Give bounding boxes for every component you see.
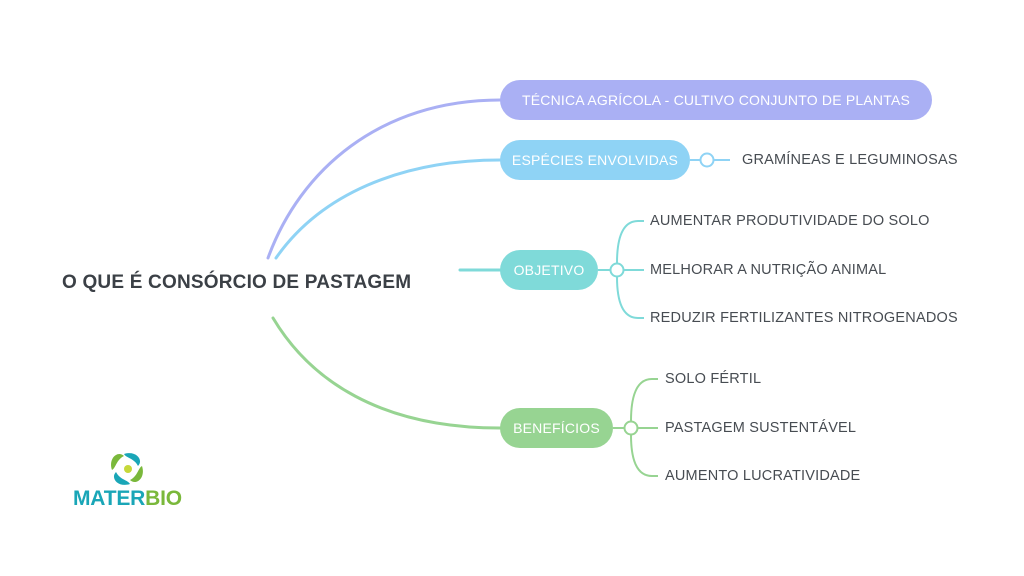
logo-text-mater: MATER [73,487,146,510]
connector-beneficios [271,316,502,430]
root-node-title[interactable]: O QUE É CONSÓRCIO DE PASTAGEM [62,272,412,293]
leaf-aumento-lucratividade[interactable]: AUMENTO LUCRATIVIDADE [665,468,861,484]
collapse-node-objetivo[interactable] [609,262,625,278]
connector-tecnica [266,98,502,260]
leaf-gramineas[interactable]: GRAMÍNEAS E LEGUMINOSAS [742,152,958,168]
collapse-node-especies[interactable] [699,152,715,168]
collapse-node-beneficios[interactable] [623,420,639,436]
branch-objetivo[interactable]: OBJETIVO [500,250,598,290]
materbio-logo-icon [111,453,143,485]
leaf-aumentar-produtividade[interactable]: AUMENTAR PRODUTIVIDADE DO SOLO [650,213,930,229]
connector-especies [274,158,502,260]
leaf-pastagem-sustentavel[interactable]: PASTAGEM SUSTENTÁVEL [665,420,857,436]
connector-objetivo-leaves [598,220,644,319]
branch-beneficios[interactable]: BENEFÍCIOS [500,408,613,448]
connector-beneficios-leaves [613,378,658,477]
leaf-reduzir-fertilizantes[interactable]: REDUZIR FERTILIZANTES NITROGENADOS [650,310,958,326]
leaf-solo-fertil[interactable]: SOLO FÉRTIL [665,371,762,387]
materbio-logo-text: MATERBIO [73,487,182,511]
branch-especies[interactable]: ESPÉCIES ENVOLVIDAS [500,140,690,180]
branch-tecnica[interactable]: TÉCNICA AGRÍCOLA - CULTIVO CONJUNTO DE P… [500,80,932,120]
leaf-melhorar-nutricao[interactable]: MELHORAR A NUTRIÇÃO ANIMAL [650,262,887,278]
logo-text-bio: BIO [145,487,182,510]
